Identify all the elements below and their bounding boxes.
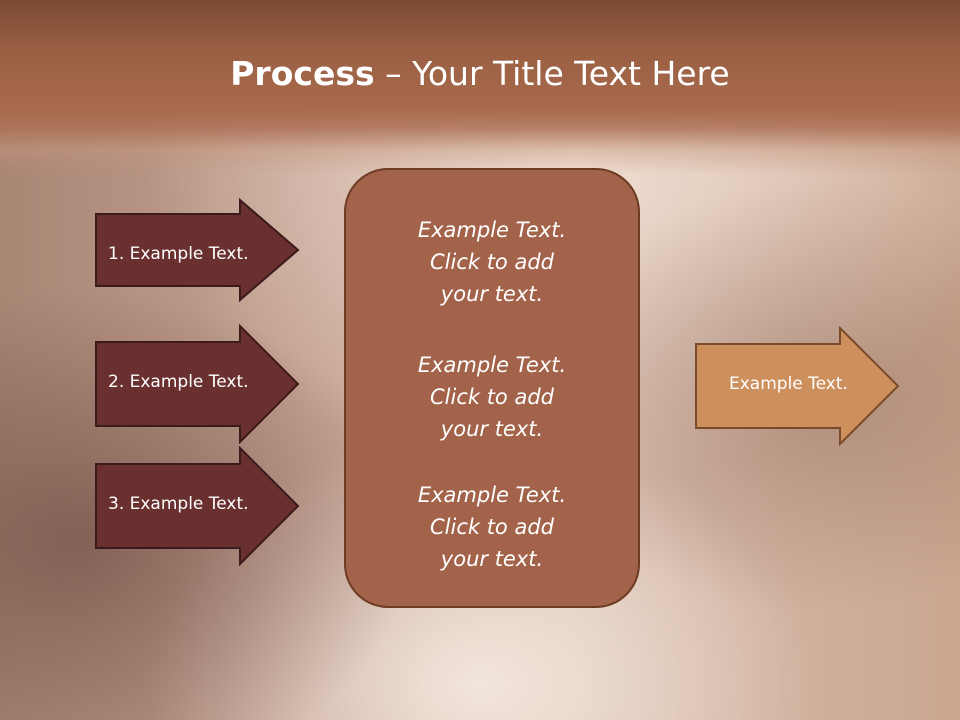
input-arrow-3[interactable] bbox=[94, 446, 300, 566]
process-text-3-line2: Click to add bbox=[429, 515, 554, 539]
process-text-2: Example Text. Click to add your text. bbox=[346, 349, 638, 445]
input-label-2: 2. Example Text. bbox=[108, 372, 249, 392]
process-text-3-line3: your text. bbox=[440, 547, 544, 571]
input-arrow-2[interactable] bbox=[94, 324, 300, 444]
process-text-2-line2: Click to add bbox=[429, 385, 554, 409]
title-bold: Process bbox=[230, 54, 375, 93]
process-text-3: Example Text. Click to add your text. bbox=[346, 479, 638, 575]
slide-title[interactable]: Process – Your Title Text Here bbox=[0, 52, 960, 96]
process-text-2-line3: your text. bbox=[440, 417, 544, 441]
input-label-3: 3. Example Text. bbox=[108, 494, 249, 514]
input-label-1: 1. Example Text. bbox=[108, 244, 249, 264]
title-rest: – Your Title Text Here bbox=[374, 54, 730, 93]
process-text-1: Example Text. Click to add your text. bbox=[346, 214, 638, 310]
title-band bbox=[0, 0, 960, 175]
process-box[interactable]: Example Text. Click to add your text. Ex… bbox=[344, 168, 640, 608]
input-arrow-1[interactable] bbox=[94, 198, 300, 302]
process-text-3-line1: Example Text. bbox=[417, 483, 567, 507]
process-text-1-line1: Example Text. bbox=[417, 218, 567, 242]
output-label: Example Text. bbox=[729, 374, 848, 394]
output-arrow[interactable] bbox=[694, 326, 900, 446]
process-text-1-line2: Click to add bbox=[429, 250, 554, 274]
process-text-2-line1: Example Text. bbox=[417, 353, 567, 377]
process-text-1-line3: your text. bbox=[440, 282, 544, 306]
